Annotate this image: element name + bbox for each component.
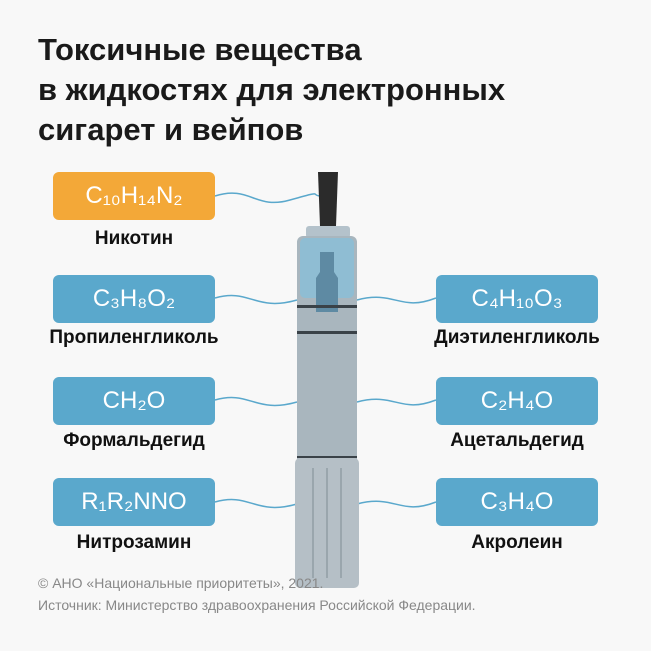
- formula-box-nitrosamine: R₁R₂NNO: [53, 478, 215, 526]
- formula-box-acetaldehyde: C₂H₄O: [436, 377, 598, 425]
- formula-box-propylene-glycol: C₃H₈O₂: [53, 275, 215, 323]
- formula-box-acrolein: C₃H₄O: [436, 478, 598, 526]
- title-line: Токсичные вещества: [38, 32, 362, 67]
- source-text: Источник: Министерство здравоохранения Р…: [38, 597, 476, 613]
- title-line: сигарет и вейпов: [38, 112, 304, 147]
- label-nitrosamine: Нитрозамин: [76, 532, 192, 553]
- label-nicotine: Никотин: [94, 228, 174, 249]
- mouthpiece: [318, 172, 338, 226]
- label-diethylene-glycol: Диэтиленгликоль: [434, 327, 600, 348]
- label-acrolein: Акролеин: [471, 532, 563, 553]
- page-title: Токсичные вещества в жидкостях для элект…: [38, 30, 505, 150]
- label-acetaldehyde: Ацетальдегид: [450, 430, 584, 451]
- label-propylene-glycol: Пропиленгликоль: [49, 327, 219, 348]
- label-formaldehyde: Формальдегид: [63, 430, 205, 451]
- formula-box-formaldehyde: CH₂O: [53, 377, 215, 425]
- formula-box-nicotine: C₁₀H₁₄N₂: [53, 172, 215, 220]
- formula-box-diethylene-glycol: C₄H₁₀O₃: [436, 275, 598, 323]
- connector-lines: [214, 192, 437, 509]
- title-line: в жидкостях для электронных: [38, 72, 506, 107]
- copyright-text: © АНО «Национальные приоритеты», 2021.: [38, 575, 324, 591]
